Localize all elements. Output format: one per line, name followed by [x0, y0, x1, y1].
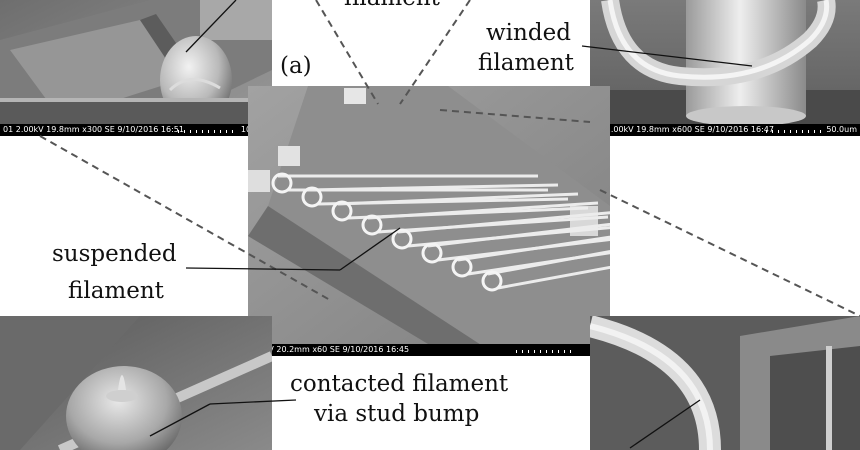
sem-panel-top-left: 01 2.00kV 19.8mm x300 SE 9/10/2016 16:51… — [0, 0, 272, 136]
sem-panel-top-right: 01 2.00kV 19.8mm x600 SE 9/10/2016 16:47… — [590, 0, 860, 136]
sem-info-text: 01 2.00kV 19.8mm x300 SE 9/10/2016 16:51 — [3, 125, 184, 134]
label-suspended-line2: filament — [68, 278, 164, 304]
sem-panel-center: .00kV 20.2mm x60 SE 9/10/2016 16:45 500 — [248, 86, 610, 356]
scale-ticks — [178, 130, 238, 133]
sem-image-stud-bump-top — [0, 0, 272, 136]
filament-loop — [487, 250, 610, 290]
sem-image-filament-array — [248, 86, 610, 356]
sem-image-winded-filament — [590, 0, 860, 136]
sem-info-text: 01 2.00kV 19.8mm x600 SE 9/10/2016 16:47 — [593, 125, 774, 134]
label-panel-tag: (a) — [280, 53, 312, 79]
sem-panel-bottom-left — [0, 316, 272, 450]
scale-ticks — [516, 350, 576, 353]
label-contacted-line2: via stud bump — [314, 401, 480, 427]
sem-image-contacted-stud-bump — [0, 316, 272, 450]
sem-scale-label: 50.0um — [826, 125, 857, 134]
label-winded-line2: filament — [478, 50, 574, 76]
filament-bend — [481, 270, 503, 292]
sem-info-bar: 01 2.00kV 19.8mm x300 SE 9/10/2016 16:51… — [0, 124, 272, 136]
label-filament-partial: filament — [344, 0, 440, 11]
label-contacted-line1: contacted filament — [290, 371, 509, 397]
sem-panel-bottom-right — [590, 316, 860, 450]
filament-bend — [451, 256, 473, 278]
scale-ticks — [766, 130, 826, 133]
sem-info-text: .00kV 20.2mm x60 SE 9/10/2016 16:45 — [251, 345, 410, 354]
sem-image-filament-contact — [590, 316, 860, 450]
sem-info-bar: .00kV 20.2mm x60 SE 9/10/2016 16:45 500 — [248, 344, 610, 356]
filament-bend — [331, 200, 353, 222]
filament-bend — [421, 242, 443, 264]
label-suspended-line1: suspended — [52, 241, 177, 267]
label-winded-line1: winded — [486, 20, 571, 46]
sem-info-bar: 01 2.00kV 19.8mm x600 SE 9/10/2016 16:47… — [590, 124, 860, 136]
